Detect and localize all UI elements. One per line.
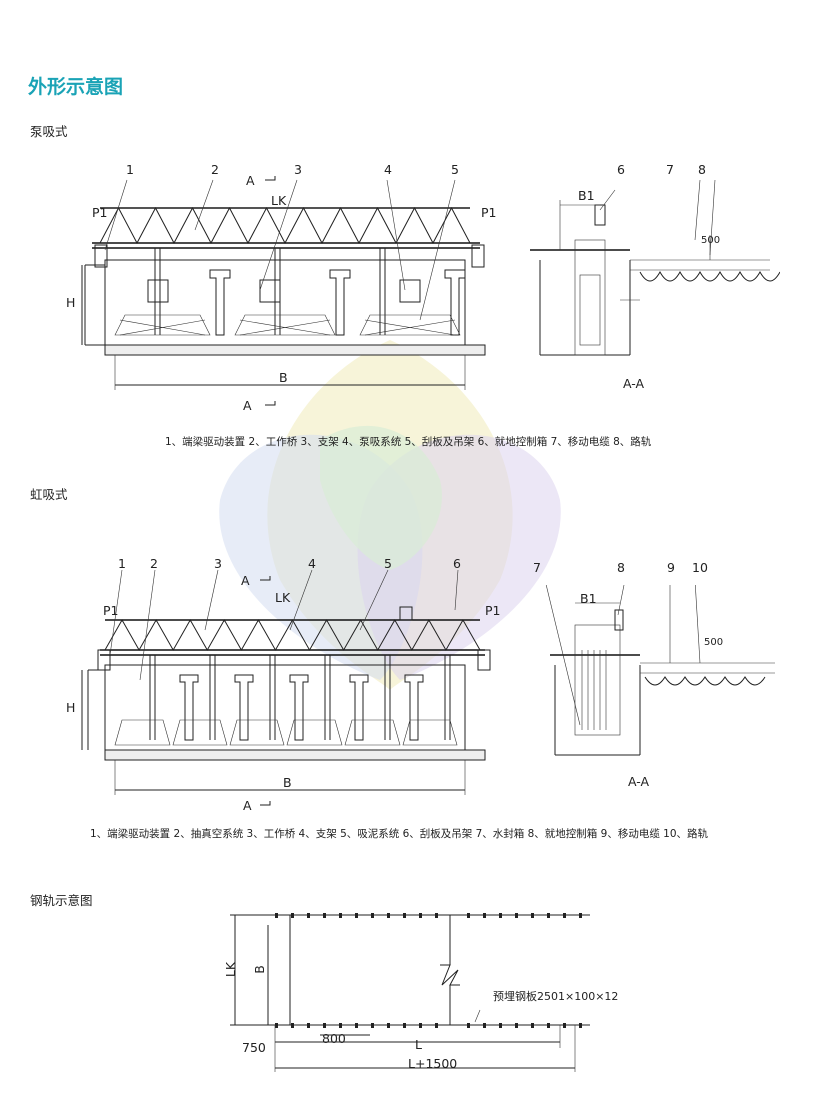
- pump-label-p1-right: P1: [481, 205, 497, 220]
- siphon-label-p1-right: P1: [485, 603, 501, 618]
- watermark-logo: [219, 340, 561, 690]
- pump-callout-4: 4: [384, 162, 392, 177]
- siphon-callout-3: 3: [214, 556, 222, 571]
- siphon-label-b1: B1: [580, 591, 597, 606]
- siphon-callout-7: 7: [533, 560, 541, 575]
- siphon-label-lk: LK: [275, 590, 291, 605]
- siphon-callout-8: 8: [617, 560, 625, 575]
- pump-callout-3: 3: [294, 162, 302, 177]
- siphon-label-a-top: A: [241, 573, 250, 588]
- pump-label-h: H: [66, 295, 76, 310]
- embedded-plate-mark: [419, 1023, 422, 1028]
- embedded-plate-mark: [387, 913, 390, 918]
- embedded-plate-mark: [403, 913, 406, 918]
- embedded-plate-mark: [403, 1023, 406, 1028]
- pump-label-a-bottom: A: [243, 398, 252, 413]
- embedded-plate-mark: [275, 1023, 278, 1028]
- siphon-label-p1-left: P1: [103, 603, 119, 618]
- embedded-plate-mark: [467, 1023, 470, 1028]
- embedded-plate-mark: [435, 1023, 438, 1028]
- rail-label-b: B: [251, 965, 267, 974]
- embedded-plate-mark: [275, 913, 278, 918]
- embedded-plate-mark: [291, 1023, 294, 1028]
- embedded-plate-mark: [307, 1023, 310, 1028]
- siphon-label-h: H: [66, 700, 76, 715]
- embedded-plate-mark: [483, 1023, 486, 1028]
- siphon-callout-2: 2: [150, 556, 158, 571]
- embedded-plate-mark: [291, 913, 294, 918]
- rail-label-lk: LK: [223, 961, 239, 978]
- embedded-plate-mark: [483, 913, 486, 918]
- siphon-label-b: B: [283, 775, 292, 790]
- rail-plate-note: 预埋钢板2501×100×12: [493, 990, 619, 1003]
- embedded-plate-mark: [515, 913, 518, 918]
- pump-section-aa-drawing: [530, 180, 780, 356]
- embedded-plate-mark: [563, 913, 566, 918]
- rail-label-l1500: L+1500: [408, 1056, 458, 1071]
- embedded-plate-mark: [355, 1023, 358, 1028]
- siphon-callout-6: 6: [453, 556, 461, 571]
- rail-label-l: L: [415, 1037, 422, 1052]
- embedded-plate-mark: [563, 1023, 566, 1028]
- embedded-plate-mark: [339, 1023, 342, 1028]
- embedded-plate-mark: [387, 1023, 390, 1028]
- embedded-plate-mark: [531, 913, 534, 918]
- embedded-plate-mark: [547, 913, 550, 918]
- pump-legend: 1、端梁驱动装置 2、工作桥 3、支架 4、泵吸系统 5、刮板及吊架 6、就地控…: [165, 436, 652, 448]
- embedded-plate-mark: [323, 1023, 326, 1028]
- embedded-plate-mark: [515, 1023, 518, 1028]
- pump-label-lk: LK: [271, 193, 287, 208]
- embedded-plate-mark: [547, 1023, 550, 1028]
- siphon-section-aa-drawing: [545, 585, 775, 756]
- page-title: 外形示意图: [28, 76, 124, 98]
- pump-callout-8: 8: [698, 162, 706, 177]
- embedded-plate-mark: [307, 913, 310, 918]
- embedded-plate-mark: [467, 913, 470, 918]
- siphon-callout-9: 9: [667, 560, 675, 575]
- embedded-plate-mark: [371, 1023, 374, 1028]
- siphon-callout-1: 1: [118, 556, 126, 571]
- siphon-callout-5: 5: [384, 556, 392, 571]
- siphon-elevation-drawing: [81, 569, 491, 806]
- pump-label-p1-left: P1: [92, 205, 108, 220]
- embedded-plate-mark: [371, 913, 374, 918]
- embedded-plate-mark: [579, 913, 582, 918]
- embedded-plate-mark: [531, 1023, 534, 1028]
- pump-label-500: 500: [701, 235, 721, 246]
- rail-label-750: 750: [242, 1040, 266, 1055]
- pump-callout-5: 5: [451, 162, 459, 177]
- siphon-callout-4: 4: [308, 556, 316, 571]
- embedded-plate-mark: [419, 913, 422, 918]
- pump-callout-7: 7: [666, 162, 674, 177]
- pump-callout-6: 6: [617, 162, 625, 177]
- siphon-callout-10: 10: [692, 560, 708, 575]
- rail-plan-drawing: [230, 913, 590, 1072]
- siphon-section-heading: 虹吸式: [30, 487, 68, 502]
- pump-label-b: B: [279, 370, 288, 385]
- pump-label-aa: A-A: [623, 376, 645, 391]
- pump-label-a-top: A: [246, 173, 255, 188]
- embedded-plate-mark: [499, 1023, 502, 1028]
- embedded-plate-mark: [323, 913, 326, 918]
- pump-label-b1: B1: [578, 188, 595, 203]
- embedded-plate-mark: [499, 913, 502, 918]
- embedded-plate-mark: [339, 913, 342, 918]
- embedded-plate-mark: [579, 1023, 582, 1028]
- pump-elevation-drawing: [81, 176, 486, 406]
- siphon-label-aa: A-A: [628, 774, 650, 789]
- siphon-legend: 1、端梁驱动装置 2、抽真空系统 3、工作桥 4、支架 5、吸泥系统 6、刮板及…: [90, 828, 709, 840]
- pump-callout-1: 1: [126, 162, 134, 177]
- pump-section-heading: 泵吸式: [30, 124, 68, 139]
- embedded-plate-mark: [435, 913, 438, 918]
- siphon-label-500: 500: [704, 637, 724, 648]
- rail-section-heading: 钢轨示意图: [30, 893, 93, 908]
- siphon-label-a-bottom: A: [243, 798, 252, 813]
- rail-label-800: 800: [322, 1031, 346, 1046]
- pump-callout-2: 2: [211, 162, 219, 177]
- embedded-plate-mark: [355, 913, 358, 918]
